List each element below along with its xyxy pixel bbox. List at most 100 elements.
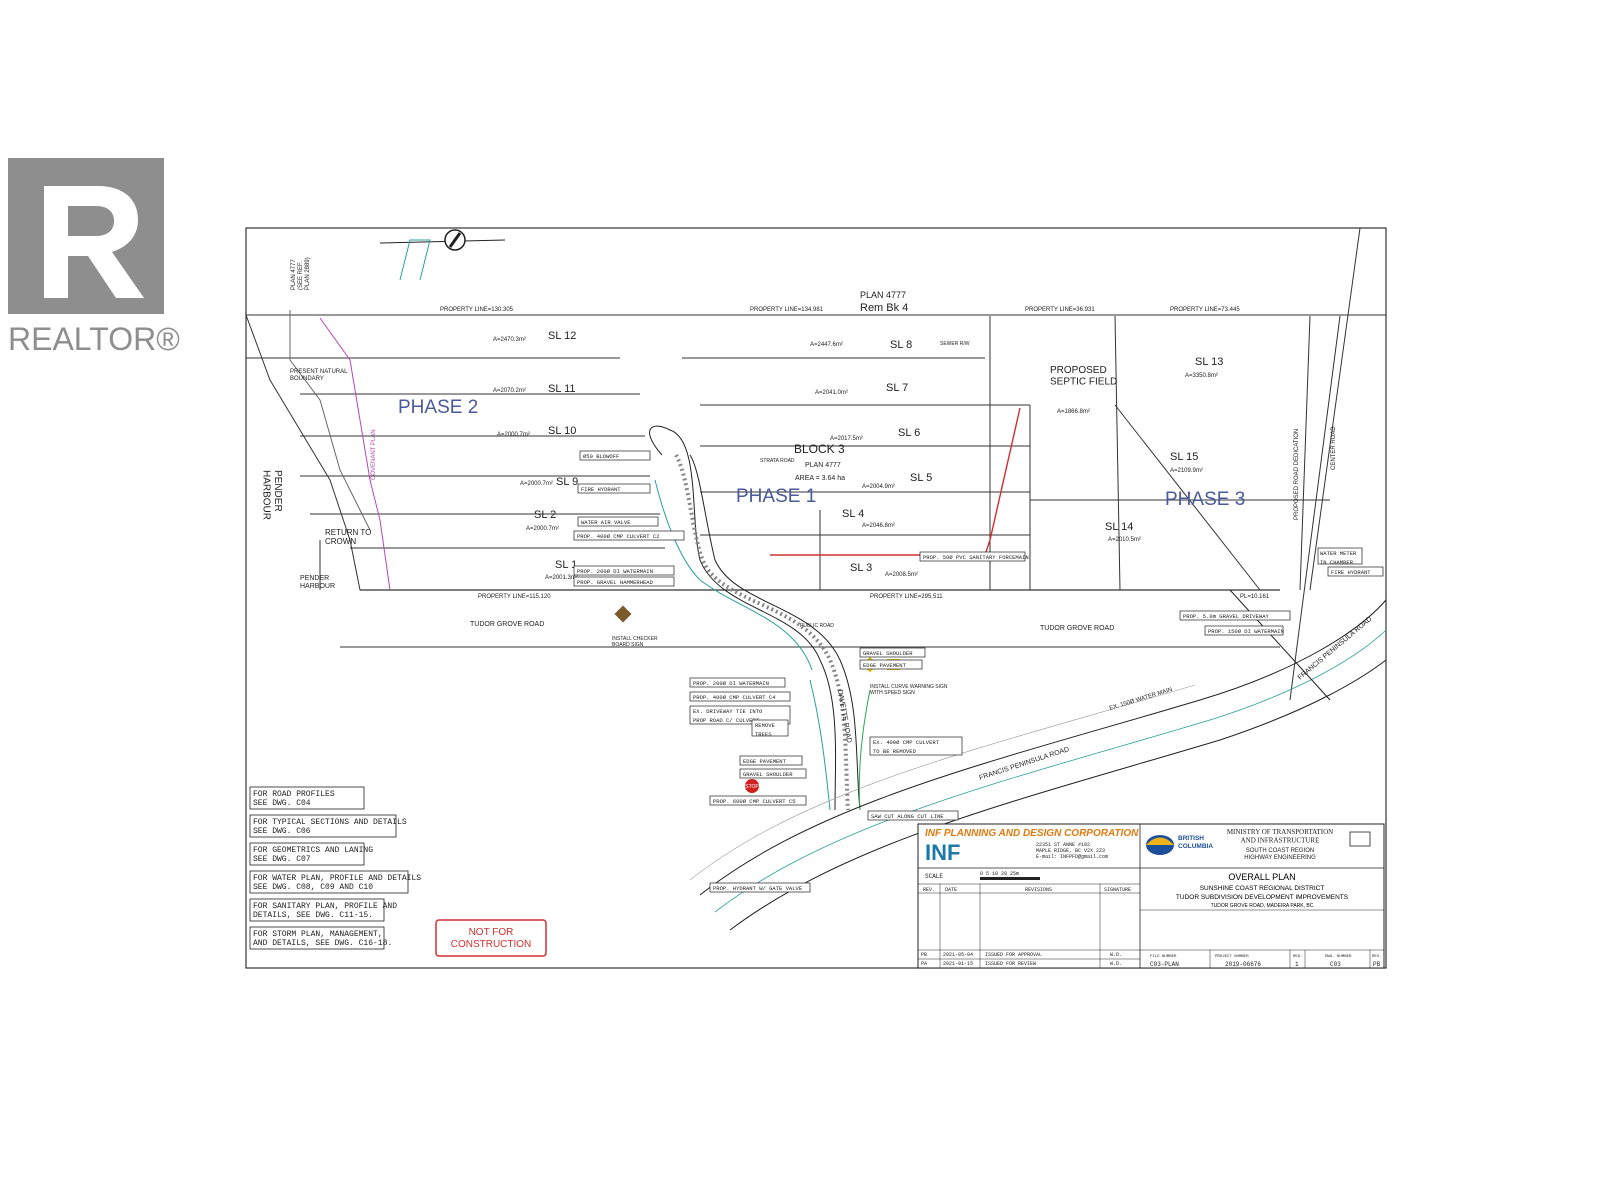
rev-header: REV.	[923, 887, 935, 893]
covenant-line	[319, 317, 391, 591]
sheet-title: OVERALL PLAN	[1228, 872, 1295, 882]
callout-text: FIRE HYDRANT	[1331, 569, 1371, 576]
callout-text: PROP. 150Ø DI WATERMAIN	[1208, 628, 1284, 635]
sanitary-forcemain-line	[770, 407, 1021, 556]
property-line-label: PROPERTY LINE=295.511	[870, 594, 943, 600]
callouts-road: GRAVEL SHOULDER EDGE PAVEMENT PROP. 200Ø…	[689, 647, 963, 893]
strata-road-label: STRATA ROAD	[760, 458, 795, 464]
date-header: DATE	[945, 887, 957, 893]
firm-name: INF PLANNING AND DESIGN CORPORATION	[925, 828, 1139, 839]
lot-label: SL 9	[556, 476, 578, 488]
lot-label: SL 15	[1170, 451, 1198, 463]
checker-board-sign-icon	[614, 605, 632, 623]
callout-text: PROP. 200Ø DI WATERMAIN	[577, 568, 653, 575]
callout-text: SAW CUT ALONG CUT LINE	[871, 813, 944, 820]
phase-2-label: PHASE 2	[398, 397, 478, 418]
firm-logo-text: INF	[925, 840, 960, 865]
plan-ref-label: PLAN 4777(SEE REF.PLAN 2889)	[291, 257, 311, 290]
property-line-label: PROPERTY LINE=134.981	[750, 307, 824, 313]
realtor-watermark: REALTOR®	[8, 158, 188, 358]
covenant-label: COVENANT PLAN	[371, 429, 377, 480]
septic-area-label: A=1866.8m²	[1057, 409, 1090, 415]
drawing-border	[245, 227, 1387, 969]
callout-text: PROP. 200Ø DI WATERMAIN	[693, 680, 769, 687]
lot-area: A=2004.9m²	[862, 484, 895, 490]
lot-label: SL 7	[886, 382, 908, 394]
note-text: FOR STORM PLAN, MANAGEMENT,AND DETAILS, …	[253, 930, 392, 948]
north-arrow-icon	[379, 229, 506, 251]
water-main-label: EX. 150Ø WATER MAIN	[1109, 687, 1173, 712]
lot-label: SL 8	[890, 339, 912, 351]
rev-row-by: W.D.	[1110, 952, 1122, 958]
not-for-construction-stamp	[435, 919, 547, 957]
property-line-label: PROPERTY LINE=73.445	[1170, 307, 1240, 313]
dwg-header: DWG. NUMBER	[1325, 955, 1352, 959]
tudor-grove-road-label: TUDOR GROVE ROAD	[1040, 625, 1114, 632]
bc-crest-icon	[1349, 831, 1371, 847]
property-lines	[245, 227, 1386, 701]
property-line-label: PROPERTY LINE=36.931	[1025, 307, 1095, 313]
lot-label: SL 5	[910, 472, 932, 484]
realtor-r-logo-icon: REALTOR®	[8, 158, 180, 357]
davette-road-label: DAVETTE ROAD	[836, 689, 852, 743]
lot-area: A=2000.7m²	[520, 481, 553, 487]
sewer-rw-label: SEWER R/W	[940, 341, 970, 347]
davette-road	[649, 425, 871, 811]
lot-area: A=2017.5m²	[830, 436, 863, 442]
rev-row-rev: PA	[921, 961, 927, 967]
rev-row-date: 2021-05-04	[943, 952, 973, 958]
sheet-value: 1	[1295, 961, 1299, 968]
lot-label: SL 4	[842, 508, 864, 520]
lot-label: SL 12	[548, 330, 576, 342]
callout-text: PROP. 400Ø CMP CULVERT C2	[577, 533, 660, 540]
pender-harbour-label: PENDERHARBOUR	[261, 470, 284, 520]
rev-row-rev: PB	[921, 952, 927, 958]
top-block-label: Rem Bk 4	[860, 302, 908, 314]
project-label: TUDOR SUBDIVISION DEVELOPMENT IMPROVEMEN…	[1176, 894, 1349, 901]
tudor-grove-road-label: TUDOR GROVE ROAD	[470, 621, 544, 628]
callout-text: PROP. 50Ø PVC SANITARY FORCEMAIN	[923, 554, 1029, 561]
signature-header: SIGNATURE	[1104, 887, 1131, 893]
lot-area: A=2470.3m²	[493, 337, 526, 343]
block-plan: PLAN 4777	[805, 462, 841, 469]
lot-area: A=2001.3m²	[545, 575, 578, 581]
lot-area: A=2109.9m²	[1170, 468, 1203, 474]
lot-area: A=2046.8m²	[862, 523, 895, 529]
reg-header: REG.	[1293, 955, 1303, 959]
callouts-left: Ø50 BLOWOFF FIRE HYDRANT WATER AIR VALVE…	[573, 450, 1029, 587]
francis-peninsula-road-label: FRANCIS PENINSULA ROAD	[1297, 616, 1374, 682]
lot-label: SL 10	[548, 425, 576, 437]
scale-ticks: 0 5 10 20 25m	[980, 871, 1019, 877]
callout-text: GRAVEL SHOULDER	[863, 650, 913, 657]
callout-text: Ø50 BLOWOFF	[583, 453, 619, 460]
district-label: SUNSHINE COAST REGIONAL DISTRICT	[1200, 885, 1325, 892]
title-block: INF PLANNING AND DESIGN CORPORATION INF …	[917, 823, 1385, 969]
rev-no-value: PB	[1373, 961, 1381, 968]
lot-area: A=2000.7m²	[497, 432, 530, 438]
callout-text: EDGE PAVEMENT	[743, 758, 787, 765]
lot-label: SL 2	[534, 509, 556, 521]
stop-sign-text: STOP	[745, 784, 759, 790]
lot-labels: SL 12 A=2470.3m² SL 11 A=2070.2m² SL 10 …	[493, 330, 1223, 581]
center-road-label: CENTER ROAD	[1331, 426, 1337, 470]
rev-row-by: W.D.	[1110, 961, 1122, 967]
callout-text: EDGE PAVEMENT	[863, 662, 907, 669]
project-no-header: PROJECT NUMBER	[1215, 955, 1249, 959]
francis-peninsula-road	[689, 589, 1387, 931]
phase-1-label: PHASE 1	[736, 486, 816, 507]
